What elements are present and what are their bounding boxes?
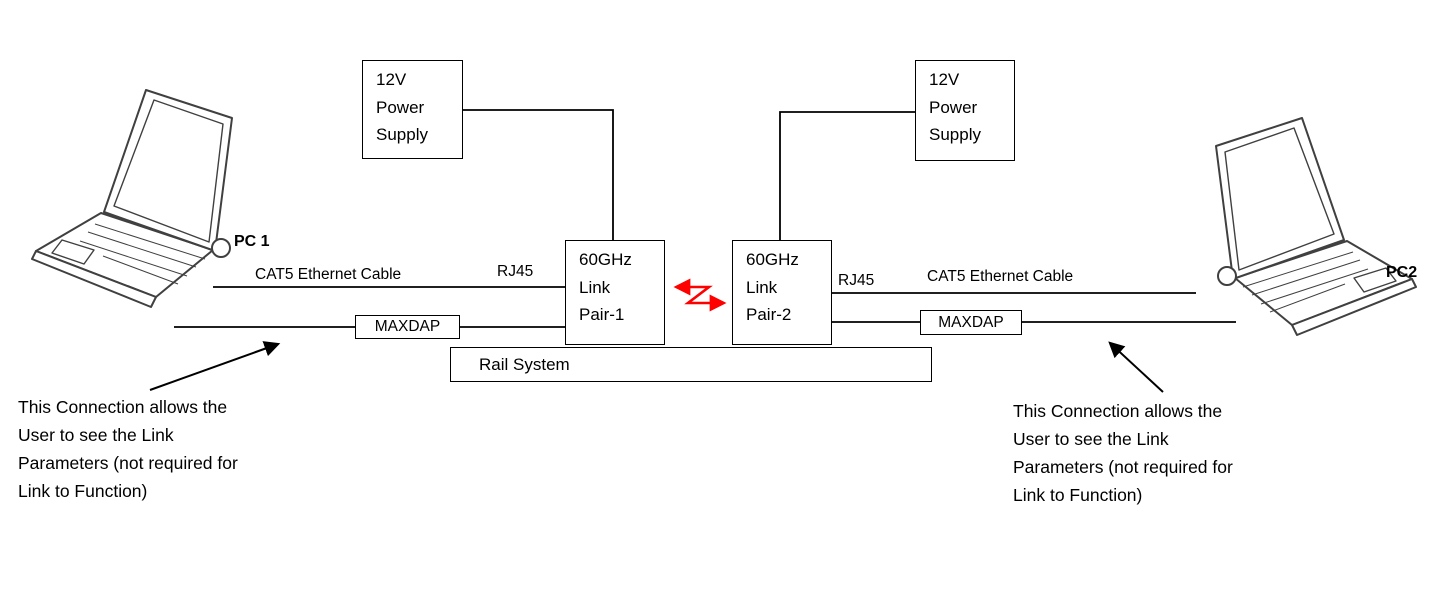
rail-system-label: Rail System bbox=[479, 354, 570, 374]
annotation-left: This Connection allows the User to see t… bbox=[18, 397, 238, 501]
pc1-label: PC 1 bbox=[234, 233, 270, 250]
rj45-right-label: RJ45 bbox=[838, 272, 875, 289]
rj45-left-label: RJ45 bbox=[497, 263, 534, 280]
cat5-left-label: CAT5 Ethernet Cable bbox=[255, 266, 402, 283]
annotation-arrow-left-icon bbox=[149, 341, 281, 391]
power-supply-right-label: 12V Power Supply bbox=[929, 70, 981, 145]
wire-power-right bbox=[779, 111, 915, 240]
power-supply-left-label: 12V Power Supply bbox=[376, 70, 428, 145]
annotation-right: This Connection allows the User to see t… bbox=[1013, 401, 1233, 505]
wire-power-left bbox=[462, 109, 614, 240]
rail-system-box: Rail System bbox=[450, 347, 932, 382]
pc2-label: PC2 bbox=[1386, 264, 1418, 281]
wireless-link-icon bbox=[673, 278, 727, 312]
laptop-icon-left bbox=[31, 89, 233, 308]
annotation-arrow-right-icon bbox=[1108, 341, 1164, 393]
maxdap-left-label: MAXDAP bbox=[374, 318, 441, 336]
link-pair-2-box: 60GHz Link Pair-2 bbox=[732, 240, 832, 345]
link-pair-1-box: 60GHz Link Pair-1 bbox=[565, 240, 665, 345]
maxdap-right-box: MAXDAP bbox=[920, 310, 1022, 335]
maxdap-left-box: MAXDAP bbox=[355, 315, 460, 339]
power-supply-right-box: 12V Power Supply bbox=[915, 60, 1015, 161]
cat5-right-label: CAT5 Ethernet Cable bbox=[927, 268, 1074, 285]
link-pair-1-label: 60GHz Link Pair-1 bbox=[579, 250, 632, 325]
maxdap-right-label: MAXDAP bbox=[938, 313, 1004, 331]
link-pair-2-label: 60GHz Link Pair-2 bbox=[746, 250, 799, 325]
laptop-icon-right bbox=[1215, 117, 1417, 336]
power-supply-left-box: 12V Power Supply bbox=[362, 60, 463, 159]
